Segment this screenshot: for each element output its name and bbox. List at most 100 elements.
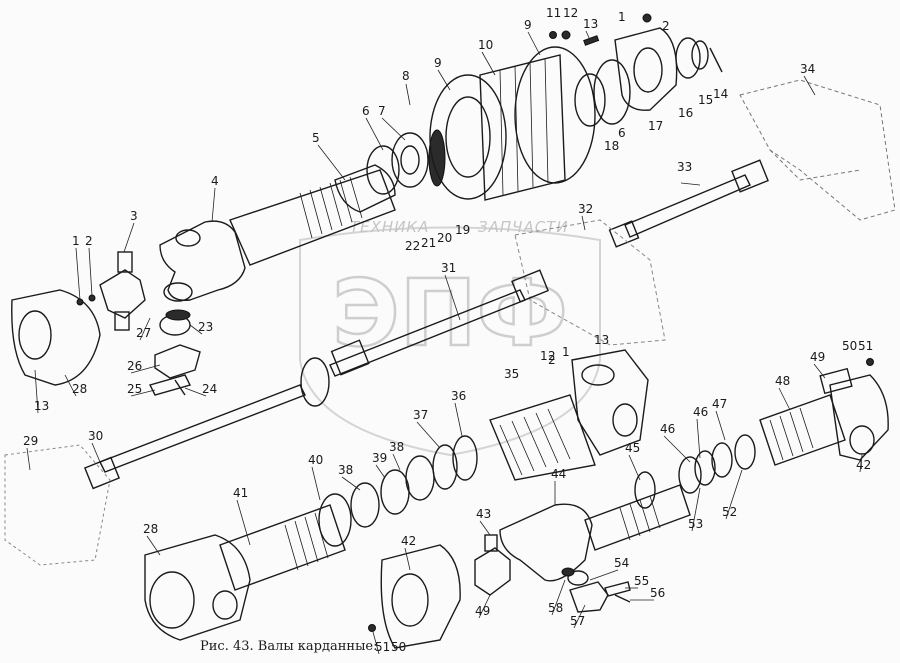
ring-46-a [678, 456, 702, 494]
leader-line [691, 487, 701, 532]
upper-shaft-tube [229, 169, 396, 266]
flange-42-right-eye [849, 425, 875, 455]
callout-label: 49 [810, 350, 825, 364]
main-shaft-30-31 [83, 269, 549, 490]
callout-label: 57 [570, 614, 585, 628]
collar [428, 129, 446, 187]
leader-line [88, 247, 93, 297]
ring-37 [432, 444, 458, 490]
callout-label: 23 [198, 320, 213, 334]
leader-line [715, 410, 726, 441]
callout-label: 42 [401, 534, 416, 548]
callout-label: 1 [540, 349, 548, 363]
leader-line [416, 421, 441, 449]
callout-label: 13 [594, 333, 609, 347]
callout-label: 2 [548, 349, 556, 363]
leader-line [803, 75, 816, 96]
callout-label: 1 [72, 234, 80, 248]
ring-39 [380, 469, 410, 515]
leader-line [64, 374, 77, 397]
callout-label: 18 [604, 139, 619, 153]
callout-label: 28 [72, 382, 87, 396]
callout-label: 2 [548, 353, 556, 367]
callout-label: 9 [524, 18, 532, 32]
lower-right-shaft-44-48 [499, 358, 889, 613]
middle-right-assembly [489, 349, 649, 481]
leader-line [130, 389, 156, 397]
nut-50-bottom [368, 624, 376, 632]
nut-51-top [866, 358, 874, 366]
shaft-33-yoke-right [731, 159, 769, 193]
callout-label: 12 [563, 6, 578, 20]
seal-15 [691, 40, 709, 70]
ring-38-a [405, 455, 435, 501]
pin-14 [709, 47, 723, 73]
flange-yoke-2-top [581, 364, 615, 386]
callout-label: 9 [434, 56, 442, 70]
shaft-44-splines [619, 495, 661, 541]
callout-label: 34 [800, 62, 815, 76]
watermark-shield [299, 226, 601, 457]
callout-label: 25 [127, 382, 142, 396]
leader-line [34, 369, 39, 414]
callout-label: 17 [648, 119, 663, 133]
callout-label: 1 [562, 345, 570, 359]
callout-label: 36 [451, 389, 466, 403]
callout-label: 20 [437, 231, 452, 245]
flange-yoke-2-eye [612, 403, 638, 437]
watermark: ЭПФ ТЕХНИКА ЗАПЧАСТИ [299, 218, 601, 457]
callout-label: 47 [712, 397, 727, 411]
leader-line [381, 117, 406, 141]
callout-label: 58 [548, 601, 563, 615]
leader-line [75, 247, 81, 301]
support-bracket-32 [514, 219, 666, 346]
left-cross-and-flange [11, 251, 201, 396]
bolt-24 [174, 379, 186, 396]
callout-leaders [26, 30, 863, 655]
callout-label: 2 [85, 234, 93, 248]
leader-line [696, 418, 701, 459]
flange-28-bottom [144, 534, 251, 641]
callout-label: 7 [378, 104, 386, 118]
lock-plate-55 [604, 581, 631, 597]
bolt-56 [614, 594, 631, 603]
yoke-4-eye [163, 282, 193, 302]
upper-right-flange [549, 13, 723, 111]
leader-line [372, 631, 380, 655]
callout-label: 43 [476, 507, 491, 521]
bearing-6-right [574, 73, 606, 127]
callout-label: 44 [551, 467, 566, 481]
center-flange [300, 357, 330, 407]
bolt-12 [561, 30, 571, 40]
callout-label: 19 [455, 223, 470, 237]
callout-label: 3 [130, 209, 138, 223]
callout-label: 16 [678, 106, 693, 120]
callout-label: 10 [478, 38, 493, 52]
bolt-head-2 [642, 13, 652, 23]
callout-label: 38 [389, 440, 404, 454]
housing-10-ribs [499, 57, 549, 196]
upper-shaft-assembly [159, 129, 446, 302]
cross-3-cap-top [117, 251, 133, 273]
cross-49-top [819, 367, 853, 395]
leader-line [404, 547, 411, 571]
leader-line [26, 447, 31, 471]
callout-label: 53 [688, 517, 703, 531]
leader-line [581, 215, 586, 231]
shaft-41-tube [219, 504, 346, 591]
axle-housing-34-detail [769, 149, 861, 181]
callout-label: 35 [504, 367, 519, 381]
cross-3 [99, 269, 146, 319]
leader-line [405, 83, 411, 106]
leader-line [139, 317, 151, 341]
yoke-4-eye-top [175, 229, 201, 247]
callout-label: 13 [583, 17, 598, 31]
callout-label: 56 [650, 586, 665, 600]
shaft-31-yoke [511, 269, 549, 303]
seal-54 [567, 570, 589, 586]
shaft-33-tube [624, 174, 751, 238]
flange-28-top-bore [18, 310, 52, 360]
callout-label: 50 [391, 640, 406, 654]
leader-line [91, 442, 101, 463]
leader-line [628, 454, 641, 481]
